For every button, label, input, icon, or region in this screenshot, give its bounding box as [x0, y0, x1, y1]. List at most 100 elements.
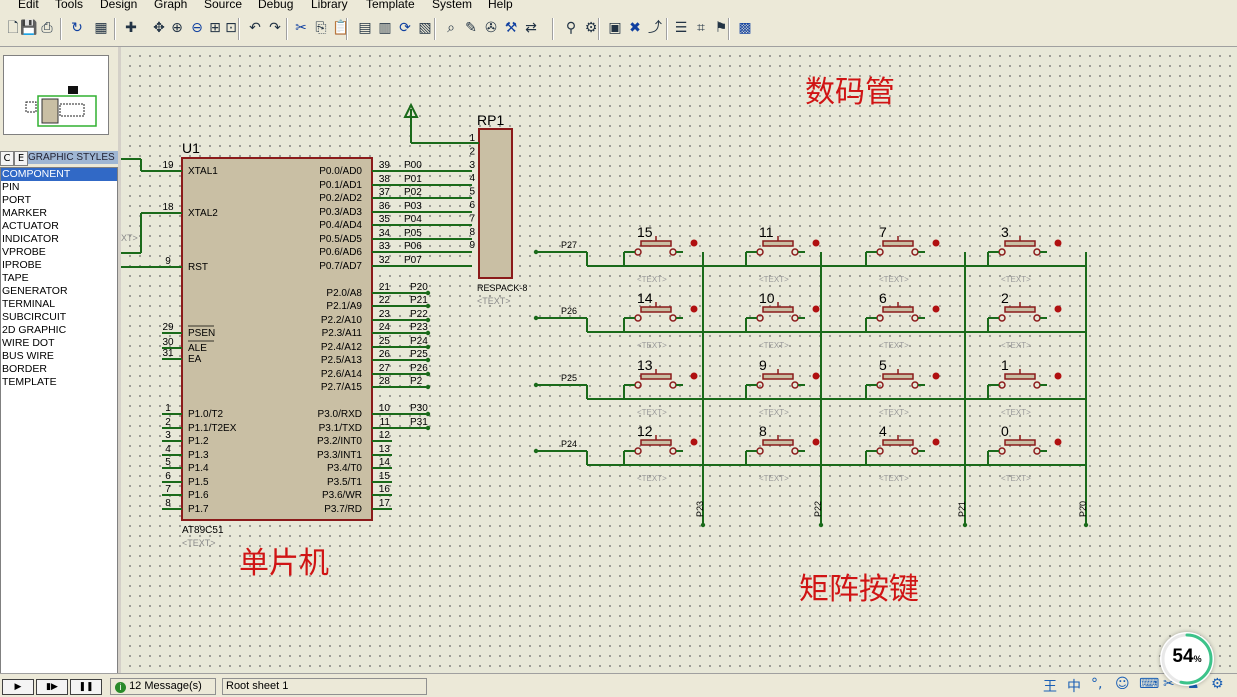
ime-item[interactable]: ☺ [1115, 676, 1130, 692]
mcu-pin-number: 7 [165, 484, 171, 495]
style-item[interactable]: IPROBE [2, 259, 42, 271]
ime-item[interactable]: ⌨ [1139, 676, 1160, 692]
style-item[interactable]: MARKER [2, 207, 47, 219]
menu-help[interactable]: Help [488, 0, 513, 11]
style-item[interactable]: 2D GRAPHIC [2, 324, 67, 336]
search-icon[interactable]: ⚲ [565, 20, 577, 36]
style-item[interactable]: PIN [2, 181, 20, 193]
messages-indicator[interactable]: i 12 Message(s) [110, 678, 216, 695]
style-item[interactable]: WIRE DOT [2, 337, 55, 349]
menu-edit[interactable]: Edit [18, 0, 39, 11]
mcu-pin-number: 18 [162, 202, 174, 213]
wire-junction [425, 344, 431, 350]
menu-system[interactable]: System [432, 0, 473, 11]
annotation-keypad: 矩阵按键 [799, 573, 919, 606]
key-actuator [1054, 305, 1062, 313]
make-device-icon[interactable]: ✎ [465, 20, 477, 36]
style-item[interactable]: BORDER [2, 363, 47, 375]
tab-e[interactable]: E [14, 151, 28, 166]
mcu-pin-name: P2.7/A15 [321, 382, 363, 393]
refresh-icon[interactable]: ↻ [71, 20, 83, 36]
bill-of-materials-icon[interactable]: ☰ [674, 20, 688, 36]
erc-icon[interactable]: ⚑ [714, 20, 728, 36]
pan-icon[interactable]: ✥ [153, 20, 165, 36]
undo-icon[interactable]: ↶ [249, 20, 261, 36]
ime-item[interactable]: 中 [1067, 679, 1081, 695]
zoom-child-icon[interactable]: ⤴ [648, 20, 662, 36]
panel-title: GRAPHIC STYLES [28, 151, 118, 164]
zoom-in-icon[interactable]: ⊕ [171, 20, 183, 36]
remove-sheet-icon[interactable]: ✖ [629, 20, 641, 36]
key-cap [882, 240, 914, 247]
wire-autorouter-icon[interactable]: ⇄ [525, 20, 537, 36]
menu-template[interactable]: Template [366, 0, 415, 11]
mcu-pin-number: 9 [165, 256, 171, 267]
block-delete-icon[interactable]: ▧ [418, 20, 432, 36]
play-button[interactable]: ▶ [2, 679, 34, 695]
menu-library[interactable]: Library [311, 0, 348, 11]
column-net-label: P21 [957, 501, 967, 517]
style-item[interactable]: PORT [2, 194, 31, 206]
style-item[interactable]: TAPE [2, 272, 29, 284]
block-move-icon[interactable]: ▥ [378, 20, 392, 36]
new-file-icon[interactable]: 🗋 [7, 20, 19, 36]
block-copy-icon[interactable]: ▤ [358, 20, 372, 36]
net-label: P05 [404, 228, 422, 239]
zoom-area-icon[interactable]: ⊡ [225, 20, 237, 36]
paste-icon[interactable]: 📋 [332, 20, 350, 36]
menu-source[interactable]: Source [204, 0, 243, 11]
key-terminal [634, 248, 642, 256]
property-tool-icon[interactable]: ⚙ [584, 20, 598, 36]
block-rotate-icon[interactable]: ⟳ [399, 20, 411, 36]
style-item[interactable]: TERMINAL [2, 298, 56, 310]
ares-icon[interactable]: ▩ [738, 20, 752, 36]
ime-item[interactable]: °, [1091, 676, 1103, 692]
save-icon[interactable]: 💾 [20, 20, 38, 36]
menu-tools[interactable]: Tools [55, 0, 84, 11]
menu-debug[interactable]: Debug [258, 0, 294, 11]
performance-gauge[interactable]: 54% [1160, 632, 1214, 686]
key-text: <TEXT> [879, 408, 909, 417]
style-item[interactable]: SUBCIRCUIT [2, 311, 67, 323]
tab-c[interactable]: C [0, 151, 14, 166]
zoom-out-icon[interactable]: ⊖ [191, 20, 203, 36]
key-cap [762, 306, 794, 313]
style-item[interactable]: BUS WIRE [2, 350, 54, 362]
style-item[interactable]: GENERATOR [2, 285, 68, 297]
copy-icon[interactable]: ⎘ [315, 20, 327, 36]
key-text: <TEXT> [637, 474, 667, 483]
new-sheet-icon[interactable]: ▣ [608, 20, 622, 36]
cut-icon[interactable]: ✂ [295, 20, 307, 36]
mcu-pin-name: ALE [188, 343, 207, 354]
menu-graph[interactable]: Graph [154, 0, 188, 11]
menu-design[interactable]: Design [100, 0, 138, 11]
step-button[interactable]: ▮▶ [36, 679, 68, 695]
style-item[interactable]: COMPONENT [1, 168, 117, 181]
mcu-pin-name: P1.2 [188, 436, 209, 447]
mcu-pin-name: P1.7 [188, 504, 209, 515]
key-number: 12 [637, 423, 653, 439]
overview-window[interactable] [3, 55, 109, 135]
style-item[interactable]: VPROBE [2, 246, 46, 258]
print-icon[interactable]: ⎙ [41, 20, 53, 36]
redo-icon[interactable]: ↷ [269, 20, 281, 36]
ime-item[interactable]: ⚙ [1211, 676, 1224, 692]
ime-item[interactable]: ✂ [1163, 676, 1175, 692]
decompose-icon[interactable]: ⚒ [504, 20, 518, 36]
respack-pin-number: 9 [469, 240, 475, 251]
style-item[interactable]: ACTUATOR [2, 220, 59, 232]
pick-device-icon[interactable]: ⌕ [447, 20, 455, 36]
package-icon[interactable]: ✇ [485, 20, 497, 36]
netlist-icon[interactable]: ⌗ [697, 20, 705, 36]
key-terminal [756, 447, 764, 455]
net-label: P04 [404, 214, 422, 225]
origin-icon[interactable]: ✚ [125, 20, 137, 36]
zoom-all-icon[interactable]: ⊞ [209, 20, 221, 36]
ime-item[interactable]: 王 [1043, 679, 1057, 695]
style-item[interactable]: TEMPLATE [2, 376, 57, 388]
style-item[interactable]: INDICATOR [2, 233, 59, 245]
grid-icon[interactable]: ▦ [94, 20, 108, 36]
pause-button[interactable]: ❚❚ [70, 679, 102, 695]
